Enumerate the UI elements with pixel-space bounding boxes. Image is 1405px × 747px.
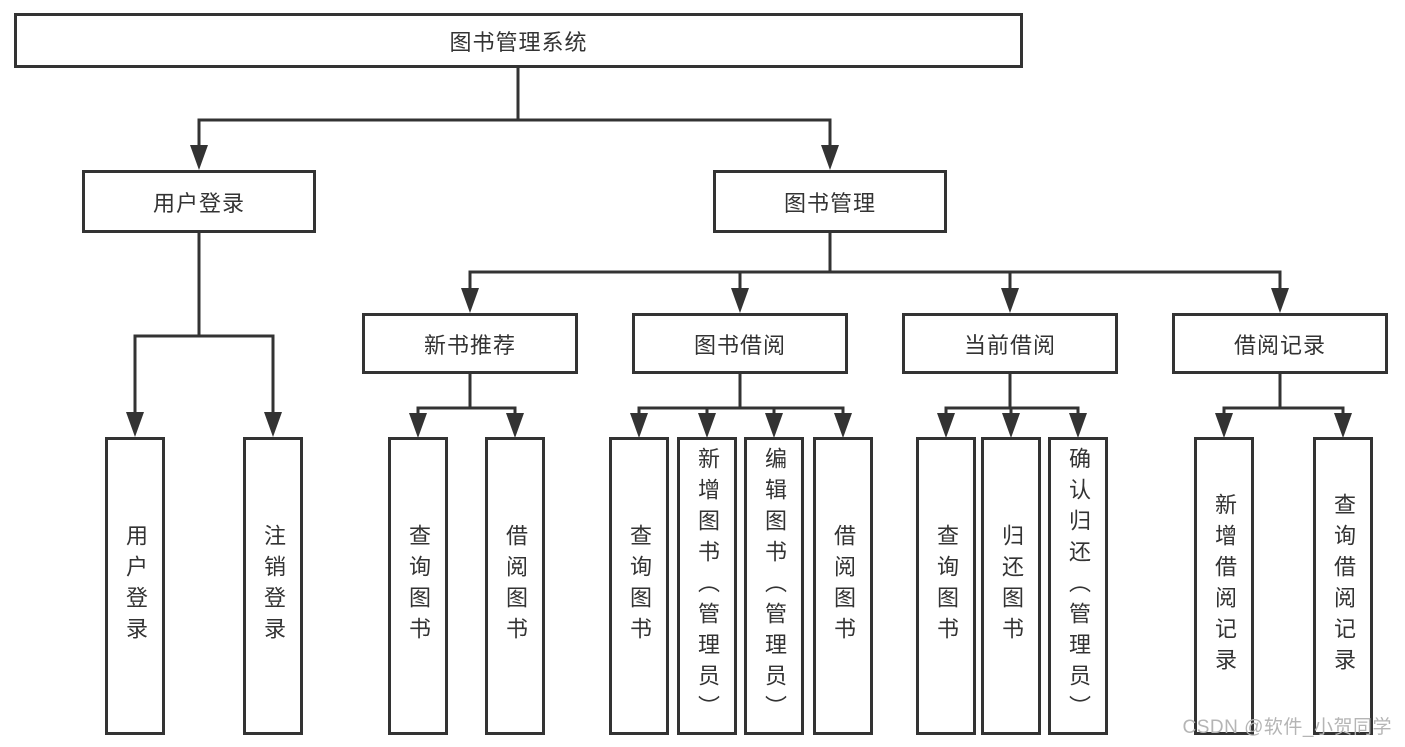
arrow-down-icon — [630, 413, 648, 438]
arrow-down-icon — [1069, 413, 1087, 438]
arrow-down-icon — [834, 413, 852, 438]
arrow-down-icon — [765, 413, 783, 438]
arrow-down-icon — [126, 412, 144, 437]
node-borrow-record: 借阅记录 — [1172, 313, 1388, 374]
arrow-down-icon — [506, 413, 524, 438]
arrowheads — [126, 145, 1352, 438]
arrow-down-icon — [1215, 413, 1233, 438]
connector-borrow-record-children — [1222, 374, 1345, 428]
connector-root-to-level2 — [197, 68, 832, 158]
node-user-login: 用户登录 — [82, 170, 316, 233]
node-book-borrow: 图书借阅 — [632, 313, 848, 374]
node-book-management: 图书管理 — [713, 170, 947, 233]
arrow-down-icon — [698, 413, 716, 438]
arrow-down-icon — [731, 288, 749, 313]
leaf-query-book-1: 查询图书 — [388, 437, 448, 735]
connector-book-borrow-children — [637, 374, 845, 428]
arrow-down-icon — [190, 145, 208, 170]
connector-user-login-children — [133, 232, 275, 427]
leaf-query-book-2: 查询图书 — [609, 437, 669, 735]
leaf-borrow-book-2: 借阅图书 — [813, 437, 873, 735]
node-root-system: 图书管理系统 — [14, 13, 1023, 68]
leaf-edit-book-admin: 编辑图书（管理员） — [744, 437, 804, 735]
node-current-borrow: 当前借阅 — [902, 313, 1118, 374]
leaf-add-book-admin: 新增图书（管理员） — [677, 437, 737, 735]
leaf-return-book: 归还图书 — [981, 437, 1041, 735]
leaf-query-borrow-record: 查询借阅记录 — [1313, 437, 1373, 735]
arrow-down-icon — [1002, 413, 1020, 438]
leaf-confirm-return-admin: 确认归还（管理员） — [1048, 437, 1108, 735]
connector-book-management-children — [468, 232, 1282, 302]
arrow-down-icon — [264, 412, 282, 437]
csdn-watermark: CSDN @软件_小贺同学 — [1182, 717, 1392, 738]
connector-new-book-children — [416, 374, 517, 428]
leaf-logout: 注销登录 — [243, 437, 303, 735]
arrow-down-icon — [1001, 288, 1019, 313]
arrow-down-icon — [1334, 413, 1352, 438]
arrow-down-icon — [409, 413, 427, 438]
leaf-query-book-3: 查询图书 — [916, 437, 976, 735]
leaf-user-login: 用户登录 — [105, 437, 165, 735]
node-new-book-recommend: 新书推荐 — [362, 313, 578, 374]
arrow-down-icon — [937, 413, 955, 438]
leaf-borrow-book-1: 借阅图书 — [485, 437, 545, 735]
arrow-down-icon — [821, 145, 839, 170]
leaf-add-borrow-record: 新增借阅记录 — [1194, 437, 1254, 735]
arrow-down-icon — [461, 288, 479, 313]
arrow-down-icon — [1271, 288, 1289, 313]
